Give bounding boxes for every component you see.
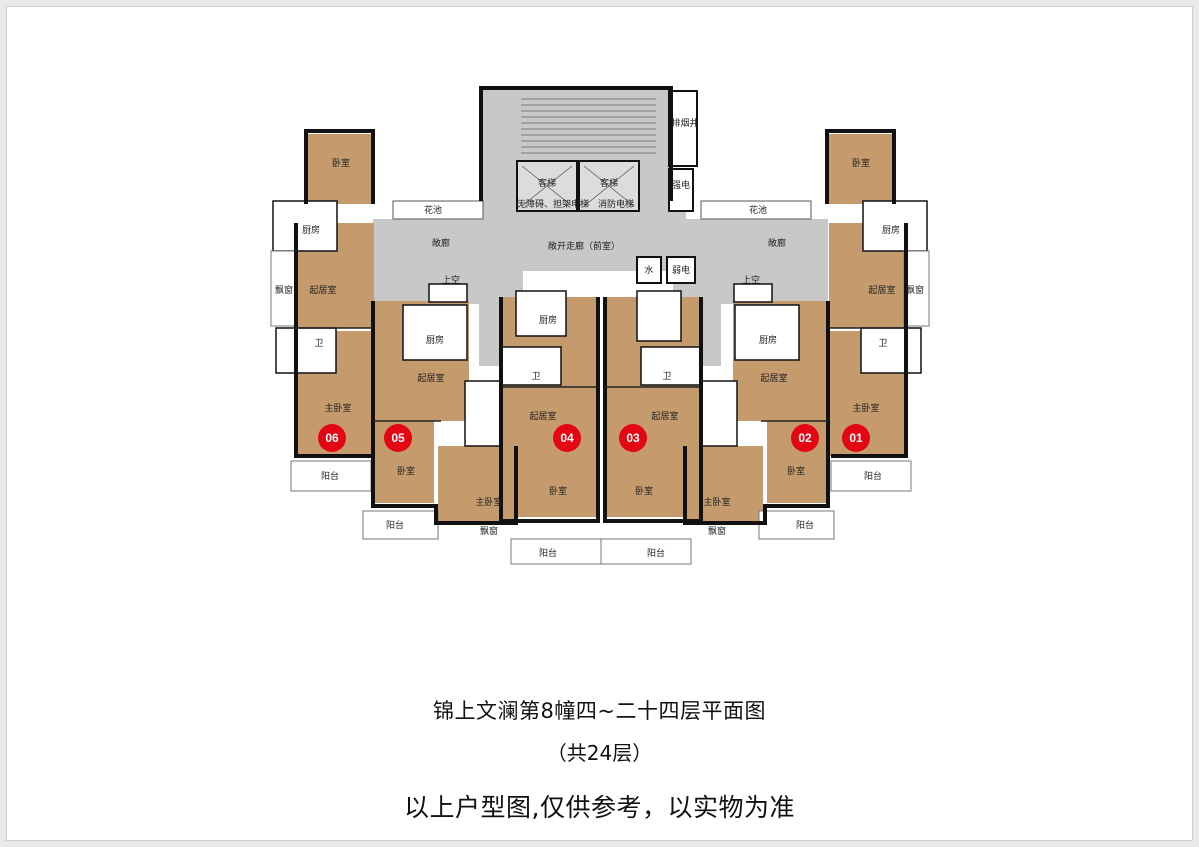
- stair-treads: [521, 98, 656, 154]
- u01-number: 01: [849, 431, 863, 445]
- inner-walls: [296, 327, 906, 422]
- u04-bath-label: 卫: [531, 372, 540, 382]
- floor-plan: 排烟井 强电 弱电 水 客梯 客梯 无障碍、担架电梯 消防电梯 花池 花池 敞廊…: [270, 86, 930, 565]
- void-right-label: 上空: [742, 274, 760, 286]
- u06-marker[interactable]: [318, 424, 346, 452]
- disclaimer: 以上户型图,仅供参考，以实物为准: [404, 793, 795, 822]
- u02-master-label: 主卧室: [703, 496, 730, 508]
- u02-bedroom-label: 卧室: [787, 465, 805, 477]
- drawing-sheet: 排烟井 强电 弱电 水 客梯 客梯 无障碍、担架电梯 消防电梯 花池 花池 敞廊…: [6, 6, 1193, 841]
- u03-marker[interactable]: [619, 424, 647, 452]
- u05-balcony-label: 阳台: [386, 519, 404, 531]
- u04-kitchen-label: 厨房: [539, 314, 557, 326]
- elevator-b-label: 客梯: [600, 177, 618, 189]
- u02-kitchen-label: 厨房: [759, 334, 777, 346]
- u02-marker[interactable]: [791, 424, 819, 452]
- u05-marker[interactable]: [384, 424, 412, 452]
- u02-balcony-label: 阳台: [796, 519, 814, 531]
- plan-title: 锦上文澜第8幢四~二十四层平面图: [433, 699, 766, 723]
- low-voltage-label: 弱电: [672, 264, 690, 276]
- u04-marker[interactable]: [553, 424, 581, 452]
- u05-number: 05: [391, 431, 405, 445]
- u03-living-label: 起居室: [651, 410, 678, 422]
- u06-master-label: 主卧室: [324, 402, 351, 414]
- u01-kitchen-label: 厨房: [882, 224, 900, 236]
- u04-bedroom-label: 卧室: [549, 485, 567, 497]
- u06-kitchen-label: 厨房: [302, 224, 320, 236]
- u06-bath-label: 卫: [314, 339, 323, 349]
- electrical-room-label: 强电: [672, 179, 690, 191]
- elevator-note-right: 消防电梯: [598, 198, 634, 210]
- u03-bedroom-label: 卧室: [635, 485, 653, 497]
- u03-bath-label: 卫: [662, 372, 671, 382]
- u06-bedroom-label: 卧室: [332, 157, 350, 169]
- u03-number: 03: [626, 431, 640, 445]
- planters: [392, 200, 812, 220]
- water-shaft-label: 水: [644, 264, 653, 276]
- u02-number: 02: [798, 431, 812, 445]
- elevator-a-label: 客梯: [538, 177, 556, 189]
- u05-bedroom-label: 卧室: [397, 465, 415, 477]
- u05-kitchen-label: 厨房: [426, 334, 444, 346]
- u01-bay-label: 飘窗: [906, 284, 924, 296]
- u06-balcony-label: 阳台: [321, 470, 339, 482]
- u01-marker[interactable]: [842, 424, 870, 452]
- gallery-right-label: 敞廊: [768, 237, 786, 249]
- u06-bay-label: 飘窗: [275, 284, 293, 296]
- u04-number: 04: [560, 431, 574, 445]
- u01-balcony-label: 阳台: [864, 470, 882, 482]
- u06-number: 06: [325, 431, 339, 445]
- u06-living-label: 起居室: [309, 284, 336, 296]
- u04-living-label: 起居室: [529, 410, 556, 422]
- u05-bay-label: 飘窗: [480, 525, 498, 537]
- u01-master-label: 主卧室: [852, 402, 879, 414]
- fixtures: [272, 200, 928, 447]
- u04-balcony-label: 阳台: [539, 547, 557, 559]
- gallery-left-label: 敞廊: [432, 237, 450, 249]
- elevator-note-left: 无障碍、担架电梯: [517, 198, 589, 210]
- u02-bay-label: 飘窗: [708, 525, 726, 537]
- void-left-label: 上空: [442, 274, 460, 286]
- planter-left-label: 花池: [424, 204, 442, 216]
- open-corridor-label: 敞开走廊（前室）: [548, 240, 620, 252]
- u03-balcony-label: 阳台: [647, 547, 665, 559]
- walls: [294, 86, 908, 525]
- u01-bath-label: 卫: [878, 339, 887, 349]
- u02-living-label: 起居室: [760, 372, 787, 384]
- u05-living-label: 起居室: [417, 372, 444, 384]
- planter-right-label: 花池: [749, 204, 767, 216]
- shafts: [636, 90, 698, 284]
- floor-count: （共24层）: [546, 741, 653, 765]
- u01-bedroom-label: 卧室: [852, 157, 870, 169]
- u05-master-label: 主卧室: [475, 496, 502, 508]
- u01-living-label: 起居室: [868, 284, 895, 296]
- smoke-shaft-label: 排烟井: [671, 117, 698, 129]
